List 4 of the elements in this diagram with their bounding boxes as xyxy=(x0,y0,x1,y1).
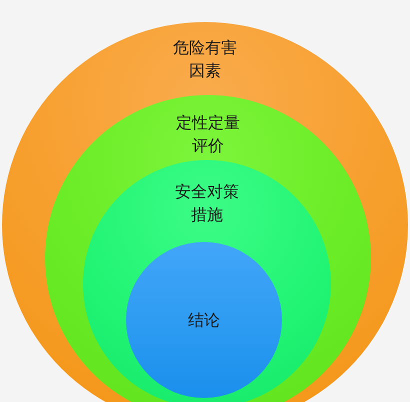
circle-label: 结论 xyxy=(187,310,221,332)
circle-label: 定性定量评价 xyxy=(175,112,241,157)
circle-label: 危险有害因素 xyxy=(172,37,238,82)
circle-label: 安全对策措施 xyxy=(174,181,240,226)
